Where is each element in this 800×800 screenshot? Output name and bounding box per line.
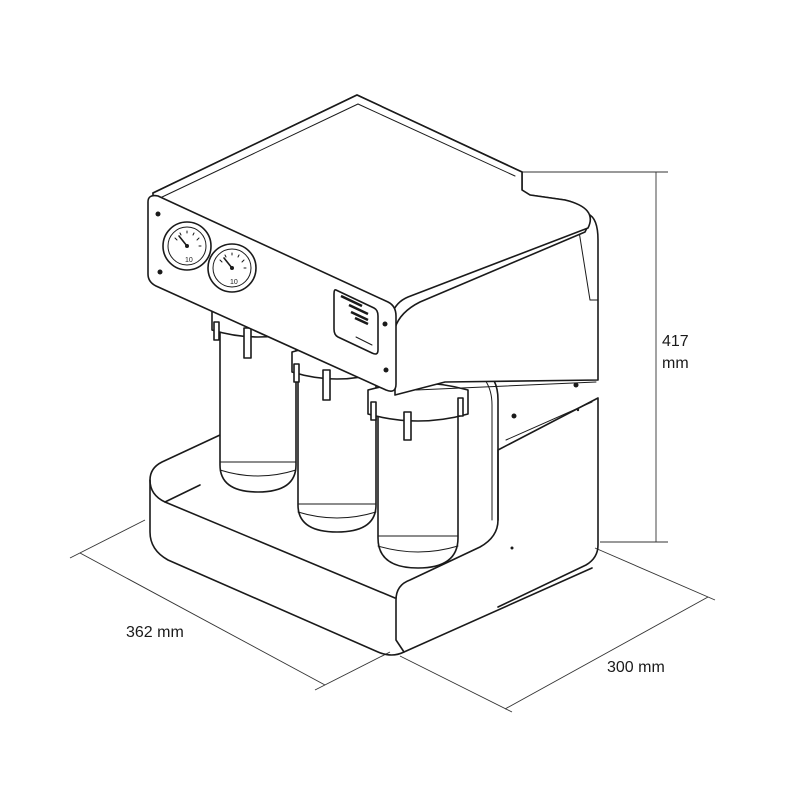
- panel-screw: [157, 269, 163, 275]
- pressure-gauge-right: 10: [207, 243, 257, 293]
- svg-text:10: 10: [230, 279, 238, 286]
- base-screw: [511, 413, 517, 419]
- panel-screw: [155, 211, 161, 217]
- filter-canister-3: [367, 382, 469, 569]
- depth-dimension-line: [399, 547, 716, 713]
- width-dimension-label: 362 mm: [126, 624, 184, 641]
- height-dimension-line: [520, 171, 668, 543]
- svg-text:10: 10: [185, 257, 193, 264]
- height-unit-label: mm: [662, 355, 689, 372]
- depth-dimension-label: 300 mm: [607, 659, 665, 676]
- pressure-gauge-left: 10: [162, 221, 212, 271]
- brand-logo: [333, 289, 379, 355]
- housing-top: [152, 94, 592, 329]
- side-screw: [573, 382, 579, 388]
- height-value-label: 417: [662, 333, 689, 350]
- panel-screw: [383, 367, 389, 373]
- width-dimension-line: [69, 519, 391, 691]
- panel-screw: [382, 321, 388, 327]
